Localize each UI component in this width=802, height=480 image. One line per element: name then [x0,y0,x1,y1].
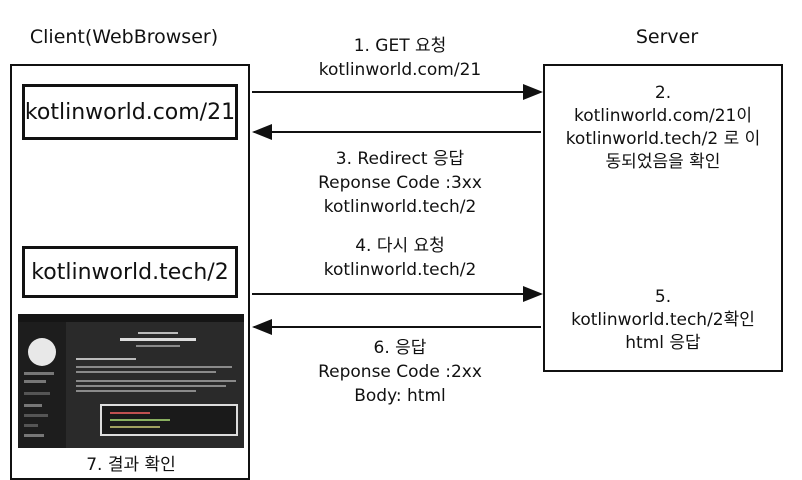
screenshot-topbar [18,314,244,322]
step5-label: 5. kotlinworld.tech/2확인 html 응답 [571,287,755,353]
server-title: Server [635,26,699,48]
client-title: Client(WebBrowser) [29,26,219,48]
step1-label: 1. GET 요청 kotlinworld.com/21 [318,36,482,80]
step7-label: 7. 결과 확인 [86,455,176,475]
step3-label: 3. Redirect 응답 Reponse Code :3xx kotlinw… [318,149,482,217]
step6-label: 6. 응답 Reponse Code :2xx Body: html [318,338,482,406]
client-url-1-text: kotlinworld.com/21 [24,99,236,125]
client-url-2-text: kotlinworld.tech/2 [31,259,229,285]
step2-label: 2. kotlinworld.com/21이 kotlinworld.tech/… [565,83,761,172]
result-screenshot [18,314,244,448]
screenshot-avatar [28,338,56,366]
screenshot-code-block [100,404,238,436]
screenshot-sidebar [18,322,66,448]
step4-label: 4. 다시 요청 kotlinworld.tech/2 [323,236,477,280]
client-url-box-1: kotlinworld.com/21 [22,84,238,140]
client-url-box-2: kotlinworld.tech/2 [22,246,238,298]
server-box [543,64,783,372]
